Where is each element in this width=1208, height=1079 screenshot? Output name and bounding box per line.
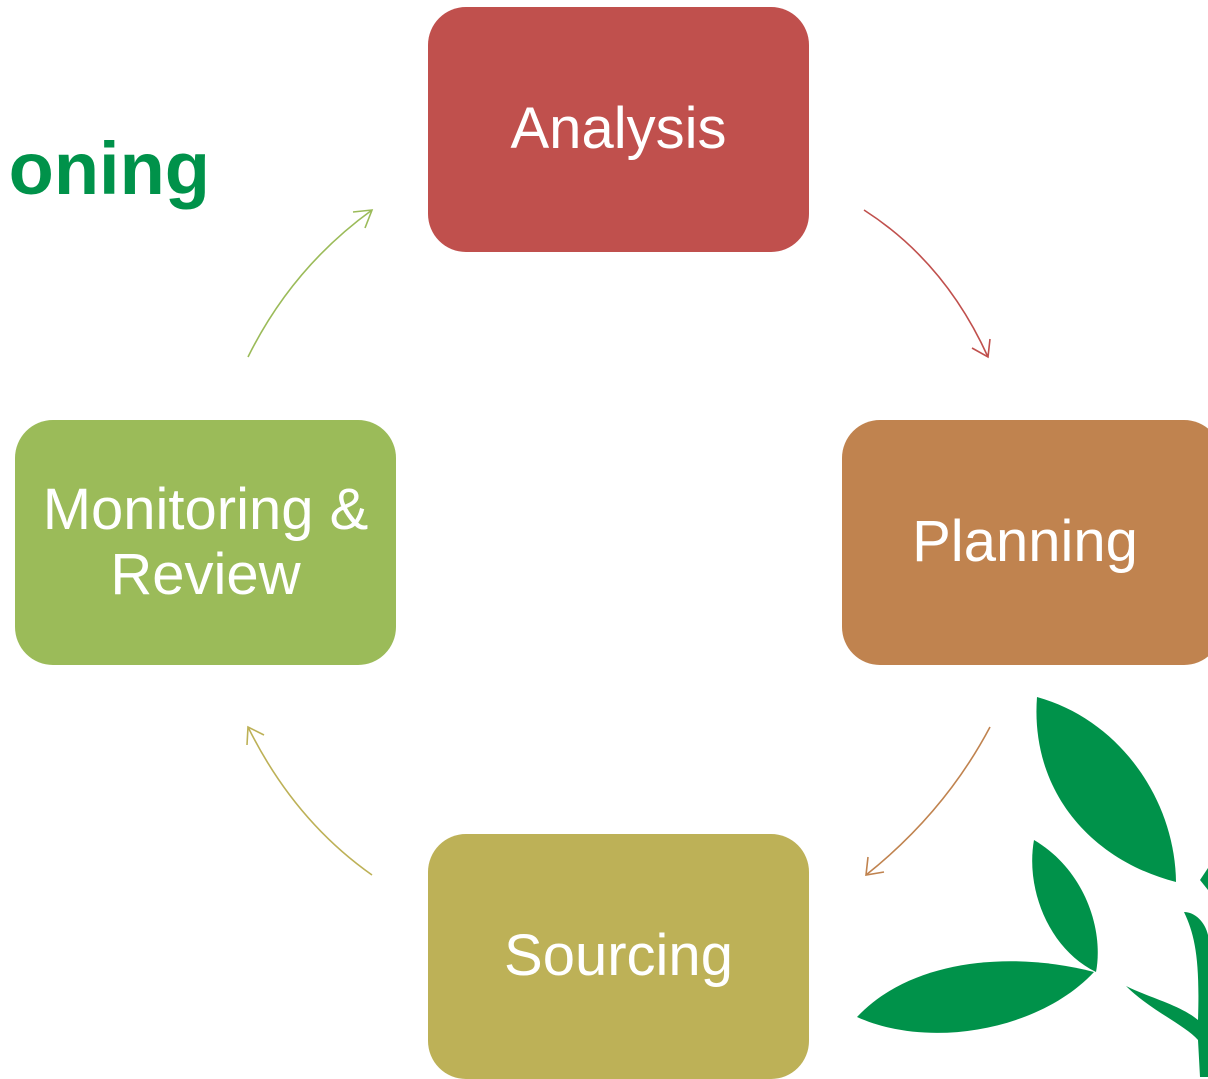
step-sourcing: Sourcing [428, 834, 809, 1079]
stem [1126, 912, 1208, 1077]
step-analysis-label: Analysis [510, 96, 727, 162]
step-planning: Planning [842, 420, 1208, 665]
leaf-right-tip [1200, 868, 1208, 890]
leaf-large [1036, 697, 1176, 882]
step-monitoring-review-label: Monitoring & Review [42, 476, 369, 607]
heading-clip: oning [0, 110, 230, 220]
step-monitoring-review: Monitoring & Review [15, 420, 396, 665]
step-planning-label: Planning [912, 509, 1138, 575]
step-sourcing-label: Sourcing [504, 923, 733, 989]
leaf-bottom [857, 961, 1094, 1033]
step-analysis: Analysis [428, 7, 809, 252]
leaf-small [1032, 840, 1098, 972]
page-title: oning [8, 127, 210, 210]
